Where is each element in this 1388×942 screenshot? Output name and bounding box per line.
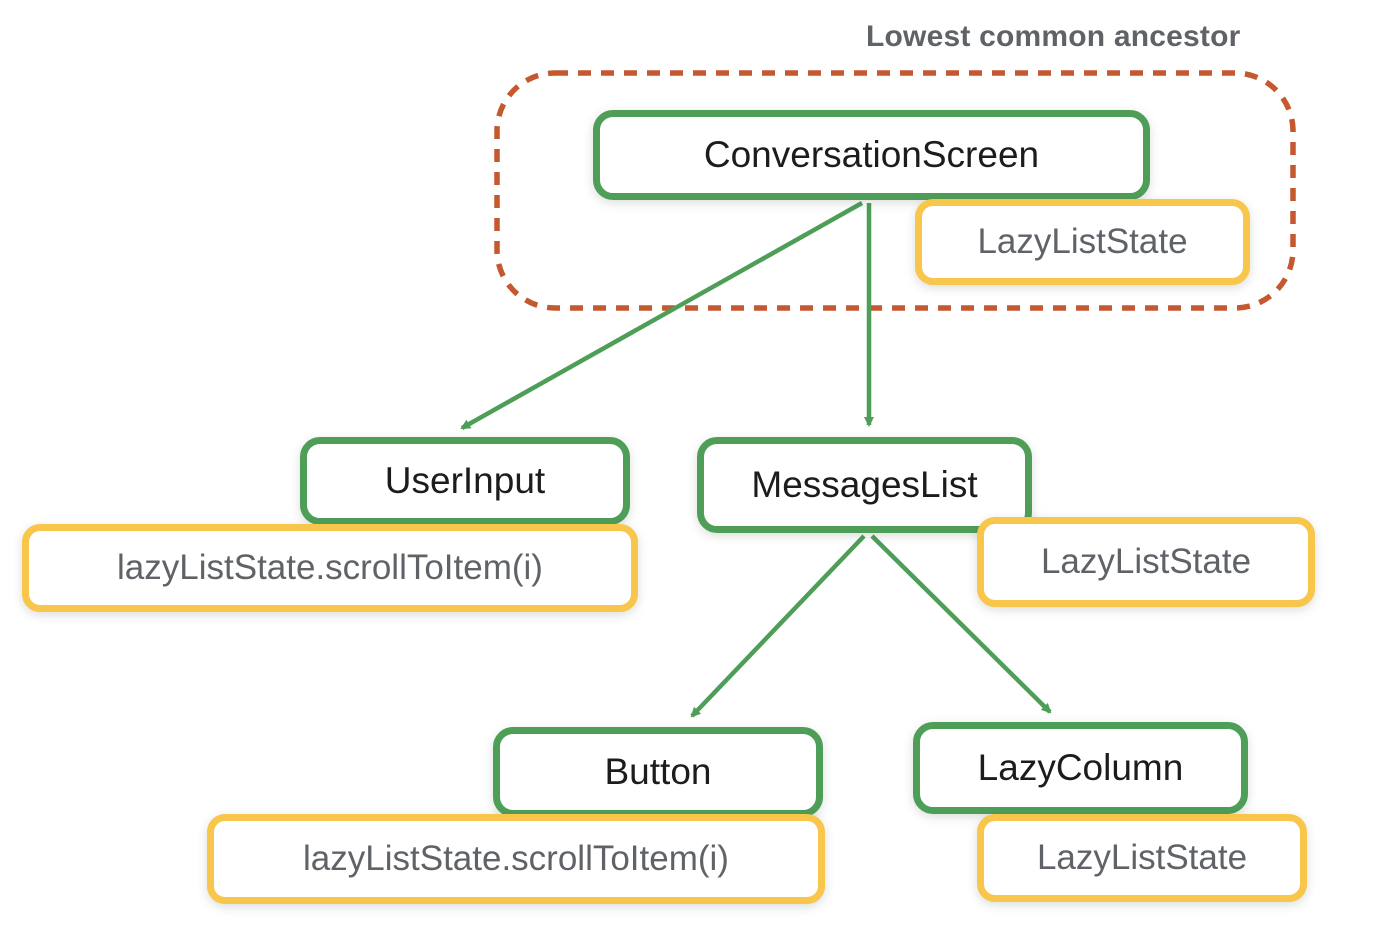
state-badge-user-input-label: lazyListState.scrollToItem(i) (117, 548, 543, 587)
node-conversation-screen: ConversationScreen (593, 110, 1150, 200)
node-messages-list-label: MessagesList (751, 464, 978, 505)
state-badge-conversation-screen-label: LazyListState (977, 222, 1188, 261)
node-button: Button (493, 727, 823, 817)
edge-conversation-to-userinput (460, 201, 864, 430)
edge-messageslist-to-button (690, 534, 866, 718)
lowest-common-ancestor-label: Lowest common ancestor (866, 20, 1241, 53)
node-button-label: Button (604, 751, 712, 792)
node-lazy-column-label: LazyColumn (977, 747, 1184, 788)
state-badge-button: lazyListState.scrollToItem(i) (207, 814, 825, 904)
state-badge-lazy-column: LazyListState (977, 814, 1307, 902)
state-badge-messages-list: LazyListState (977, 517, 1315, 607)
edge-messageslist-to-lazycolumn (870, 534, 1052, 714)
node-user-input: UserInput (300, 437, 630, 525)
state-badge-lazy-column-label: LazyListState (1036, 838, 1248, 877)
lowest-common-ancestor-outline (494, 70, 1296, 311)
state-badge-button-label: lazyListState.scrollToItem(i) (303, 839, 729, 878)
state-badge-user-input: lazyListState.scrollToItem(i) (22, 524, 638, 612)
state-badge-messages-list-label: LazyListState (1040, 542, 1252, 581)
node-user-input-label: UserInput (384, 460, 546, 501)
node-conversation-screen-label: ConversationScreen (703, 134, 1040, 175)
node-lazy-column: LazyColumn (913, 722, 1248, 814)
node-messages-list: MessagesList (697, 437, 1032, 533)
state-badge-conversation-screen: LazyListState (915, 199, 1250, 285)
